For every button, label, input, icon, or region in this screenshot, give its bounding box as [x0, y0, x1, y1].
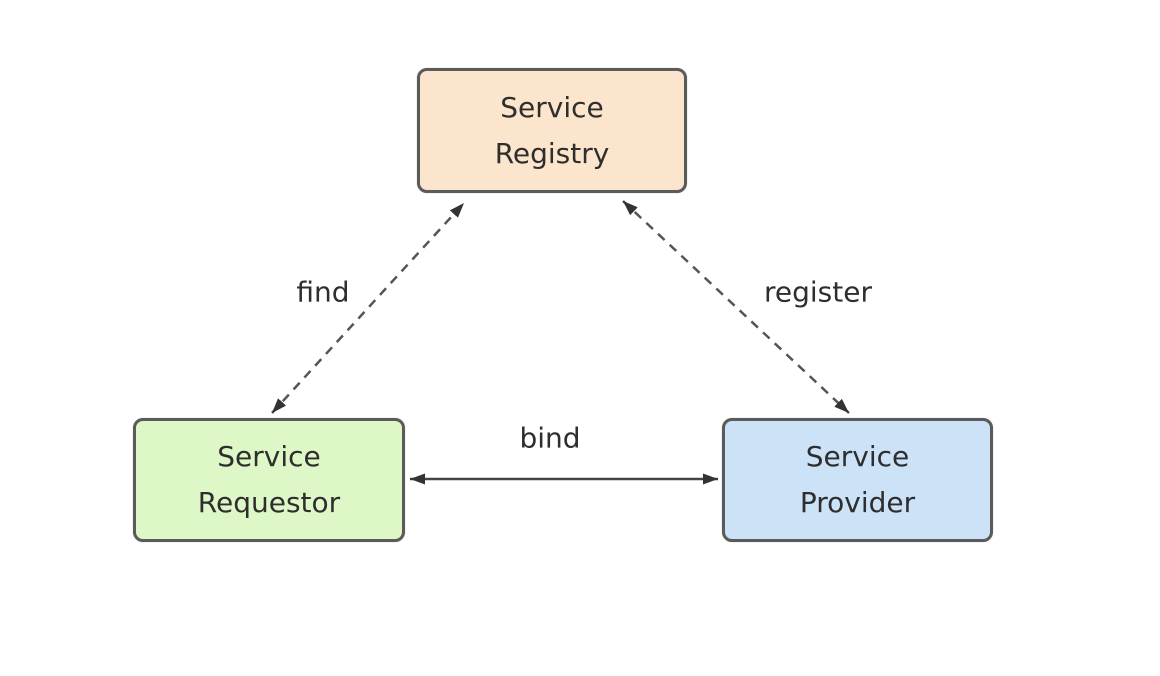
node-service-provider: Service Provider: [722, 418, 993, 542]
find-edge-label: find: [296, 275, 350, 309]
register-edge-line: [622, 200, 850, 414]
register-edge-label: register: [764, 275, 872, 309]
bind-edge-label: bind: [519, 421, 581, 455]
node-service-registry: Service Registry: [417, 68, 687, 193]
node-service-requestor: Service Requestor: [133, 418, 405, 542]
